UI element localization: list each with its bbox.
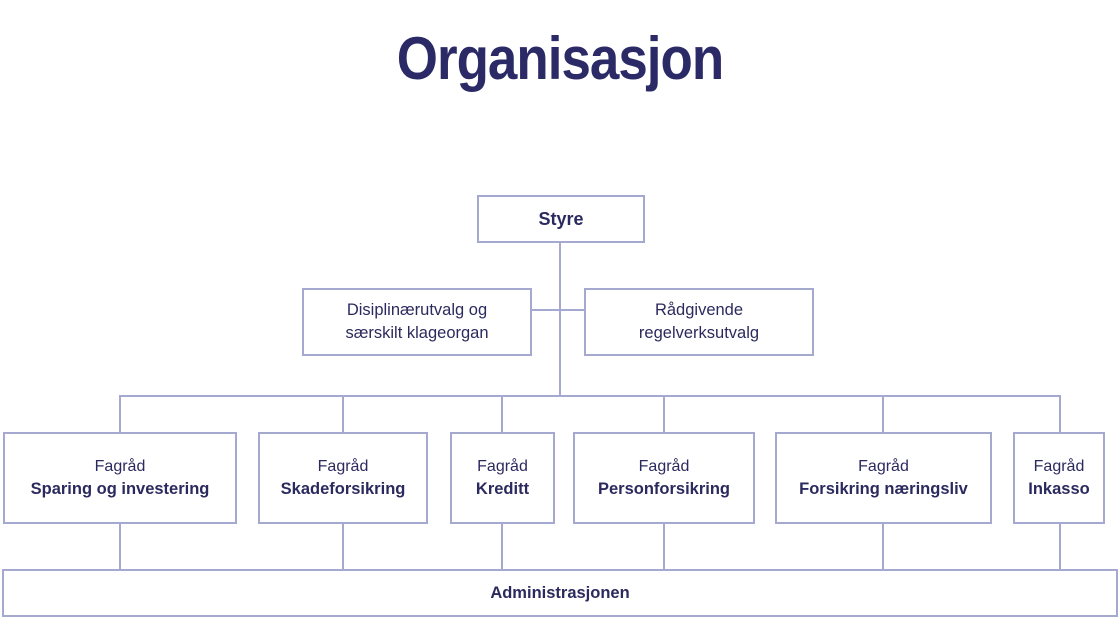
node-fagraad-name: Sparing og investering [30, 480, 210, 498]
connector-drop-kreditt [501, 396, 503, 432]
node-fagraad-name: Kreditt [475, 480, 530, 498]
node-raadgivende: Rådgivende regelverksutvalg [584, 288, 814, 356]
connector-committees-horizontal [532, 309, 584, 311]
connector-admin-inkasso [1059, 524, 1061, 569]
node-fagraad-label: Fagråd [1033, 458, 1085, 475]
node-fagraad-name: Forsikring næringsliv [799, 480, 968, 498]
node-styre-label: Styre [538, 208, 584, 229]
connector-drop-inkasso [1059, 396, 1061, 432]
connector-admin-personforsikring [663, 524, 665, 569]
node-fagraad-label: Fagråd [477, 458, 528, 475]
connector-admin-kreditt [501, 524, 503, 569]
connector-drop-forsikring-naeringsliv [882, 396, 884, 432]
node-fagraad-personforsikring: Fagråd Personforsikring [573, 432, 755, 524]
connector-admin-skadeforsikring [342, 524, 344, 569]
node-administrasjonen: Administrasjonen [2, 569, 1118, 617]
node-styre: Styre [477, 195, 645, 243]
connector-fagraad-horizontal [119, 395, 1061, 397]
node-fagraad-name: Skadeforsikring [280, 480, 406, 498]
node-administrasjonen-label: Administrasjonen [490, 583, 630, 602]
connector-drop-skadeforsikring [342, 396, 344, 432]
node-raadgivende-line1: Rådgivende [654, 301, 744, 319]
connector-admin-forsikring-naeringsliv [882, 524, 884, 569]
node-fagraad-name: Personforsikring [597, 480, 731, 498]
node-fagraad-kreditt: Fagråd Kreditt [450, 432, 555, 524]
node-disiplinaerutvalg: Disiplinærutvalg og særskilt klageorgan [302, 288, 532, 356]
node-disiplinaerutvalg-line1: Disiplinærutvalg og [346, 301, 488, 319]
connector-drop-sparing [119, 396, 121, 432]
connector-admin-sparing [119, 524, 121, 569]
node-fagraad-skadeforsikring: Fagråd Skadeforsikring [258, 432, 428, 524]
connector-styre-vertical [559, 243, 561, 396]
node-disiplinaerutvalg-line2: særskilt klageorgan [345, 324, 489, 342]
page-title: Organisasjon [396, 25, 724, 93]
node-fagraad-forsikring-naeringsliv: Fagråd Forsikring næringsliv [775, 432, 992, 524]
node-fagraad-label: Fagråd [317, 458, 369, 475]
node-fagraad-label: Fagråd [94, 458, 146, 475]
node-fagraad-name: Inkasso [1028, 480, 1090, 498]
connector-drop-personforsikring [663, 396, 665, 432]
node-raadgivende-line2: regelverksutvalg [638, 324, 760, 342]
node-fagraad-label: Fagråd [858, 458, 909, 475]
node-fagraad-label: Fagråd [638, 458, 690, 475]
node-fagraad-inkasso: Fagråd Inkasso [1013, 432, 1105, 524]
node-fagraad-sparing-og-investering: Fagråd Sparing og investering [3, 432, 237, 524]
